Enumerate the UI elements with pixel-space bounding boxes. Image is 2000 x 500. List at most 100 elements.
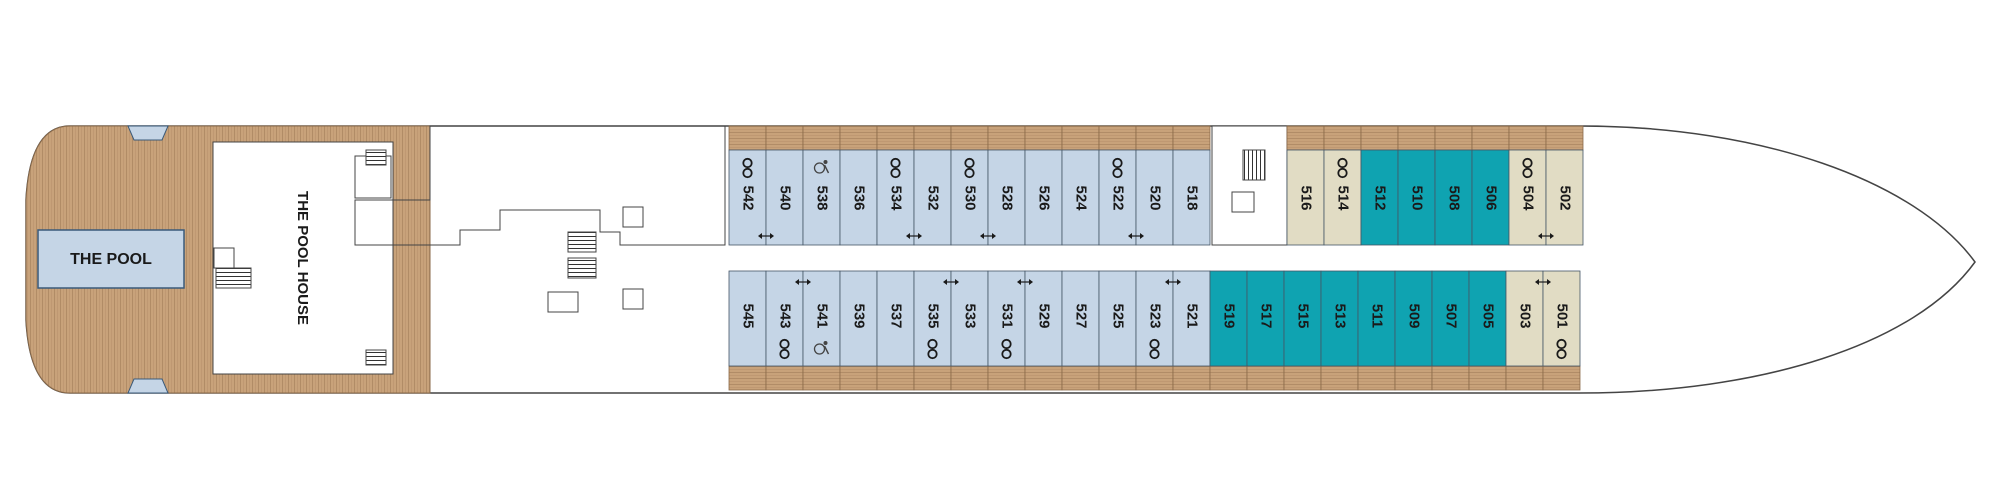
cabin-523[interactable]: 523 (1135, 270, 1174, 391)
cabin-520[interactable]: 520 (1135, 125, 1174, 246)
pool[interactable] (37, 229, 185, 289)
cabin-fill (1505, 270, 1544, 367)
cabin-530[interactable]: 530 (950, 125, 989, 246)
cabin-503[interactable]: 503 (1505, 270, 1544, 391)
balcony (1360, 125, 1399, 151)
cabin-number: 540 (777, 185, 794, 210)
cabin-number: 509 (1406, 303, 1423, 328)
door-arrow-icon (1017, 279, 1033, 285)
cabin-fill (1468, 270, 1507, 367)
cabin-517[interactable]: 517 (1246, 270, 1285, 391)
door-arrow-icon (1538, 233, 1554, 239)
cabin-527[interactable]: 527 (1061, 270, 1100, 391)
balcony (1024, 125, 1063, 151)
cabin-509[interactable]: 509 (1394, 270, 1433, 391)
balcony (765, 125, 804, 151)
cabin-fill (728, 270, 767, 367)
connecting-icon (1522, 157, 1533, 179)
cabin-542[interactable]: 542 (728, 125, 767, 246)
cabin-513[interactable]: 513 (1320, 270, 1359, 391)
cabin-531[interactable]: 531 (987, 270, 1026, 391)
cabin-512[interactable]: 512 (1360, 125, 1399, 246)
door-arrow-icon (980, 233, 996, 239)
cabin-533[interactable]: 533 (950, 270, 989, 391)
cabin-505[interactable]: 505 (1468, 270, 1507, 391)
cabin-501[interactable]: 501 (1542, 270, 1581, 391)
balcony (1505, 365, 1544, 391)
balcony (1061, 365, 1100, 391)
cabin-number: 537 (888, 303, 905, 328)
cabin-522[interactable]: 522 (1098, 125, 1137, 246)
cabin-538[interactable]: 538 (802, 125, 841, 246)
cabin-515[interactable]: 515 (1283, 270, 1322, 391)
cabin-536[interactable]: 536 (839, 125, 878, 246)
balcony (1135, 365, 1174, 391)
cabin-number: 525 (1110, 303, 1127, 328)
connecting-icon (964, 157, 975, 179)
cabin-fill (839, 149, 878, 246)
cabin-525[interactable]: 525 (1098, 270, 1137, 391)
cabin-514[interactable]: 514 (1323, 125, 1362, 246)
cabin-number: 534 (888, 185, 905, 211)
cabin-number: 519 (1221, 303, 1238, 328)
wheelchair-icon (813, 160, 830, 174)
cabin-519[interactable]: 519 (1209, 270, 1248, 391)
cabin-511[interactable]: 511 (1357, 270, 1396, 391)
cabin-540[interactable]: 540 (765, 125, 804, 246)
cabin-number: 503 (1517, 303, 1534, 328)
cabin-508[interactable]: 508 (1434, 125, 1473, 246)
cabin-504[interactable]: 504 (1508, 125, 1547, 246)
cabin-number: 528 (999, 185, 1016, 210)
cabin-521[interactable]: 521 (1172, 270, 1211, 391)
cabin-516[interactable]: 516 (1286, 125, 1325, 246)
door-arrow-icon (1535, 279, 1551, 285)
cabin-539[interactable]: 539 (839, 270, 878, 391)
cabin-506[interactable]: 506 (1471, 125, 1510, 246)
cabin-502[interactable]: 502 (1545, 125, 1584, 246)
cabin-fill (839, 270, 878, 367)
cabin-529[interactable]: 529 (1024, 270, 1063, 391)
cabin-532[interactable]: 532 (913, 125, 952, 246)
balcony (1434, 125, 1473, 151)
door-arrow-icon (758, 233, 774, 239)
balcony (802, 125, 841, 151)
pool-house-elevator-icon (213, 247, 235, 269)
cabin-543[interactable]: 543 (765, 270, 804, 391)
cabin-number: 506 (1483, 185, 1500, 210)
cabin-518[interactable]: 518 (1172, 125, 1211, 246)
balcony (876, 125, 915, 151)
cabin-507[interactable]: 507 (1431, 270, 1470, 391)
balcony (987, 125, 1026, 151)
connecting-icon (742, 157, 753, 179)
balcony (1286, 125, 1325, 151)
midship-stairs-icon-2 (567, 257, 597, 279)
balcony (1246, 365, 1285, 391)
cabin-534[interactable]: 534 (876, 125, 915, 246)
balcony (876, 365, 915, 391)
cabin-545[interactable]: 545 (728, 270, 767, 391)
cabin-541[interactable]: 541 (802, 270, 841, 391)
pool-step-top (127, 125, 169, 141)
cabin-number: 523 (1147, 303, 1164, 328)
cabin-524[interactable]: 524 (1061, 125, 1100, 246)
cabin-510[interactable]: 510 (1397, 125, 1436, 246)
cabin-number: 508 (1446, 185, 1463, 210)
cabin-537[interactable]: 537 (876, 270, 915, 391)
cabin-535[interactable]: 535 (913, 270, 952, 391)
cabin-number: 504 (1520, 185, 1537, 211)
central-corridor (620, 245, 1580, 271)
cabin-fill (913, 149, 952, 246)
balcony (950, 365, 989, 391)
cabin-fill (1545, 149, 1584, 246)
cabin-number: 521 (1184, 303, 1201, 328)
balcony (765, 365, 804, 391)
cabin-number: 520 (1147, 185, 1164, 210)
door-arrow-icon (1165, 279, 1181, 285)
balcony (950, 125, 989, 151)
balcony (728, 125, 767, 151)
pool-house-stairs-icon (215, 267, 252, 289)
balcony (1024, 365, 1063, 391)
cabin-528[interactable]: 528 (987, 125, 1026, 246)
cabin-number: 502 (1557, 185, 1574, 210)
cabin-526[interactable]: 526 (1024, 125, 1063, 246)
